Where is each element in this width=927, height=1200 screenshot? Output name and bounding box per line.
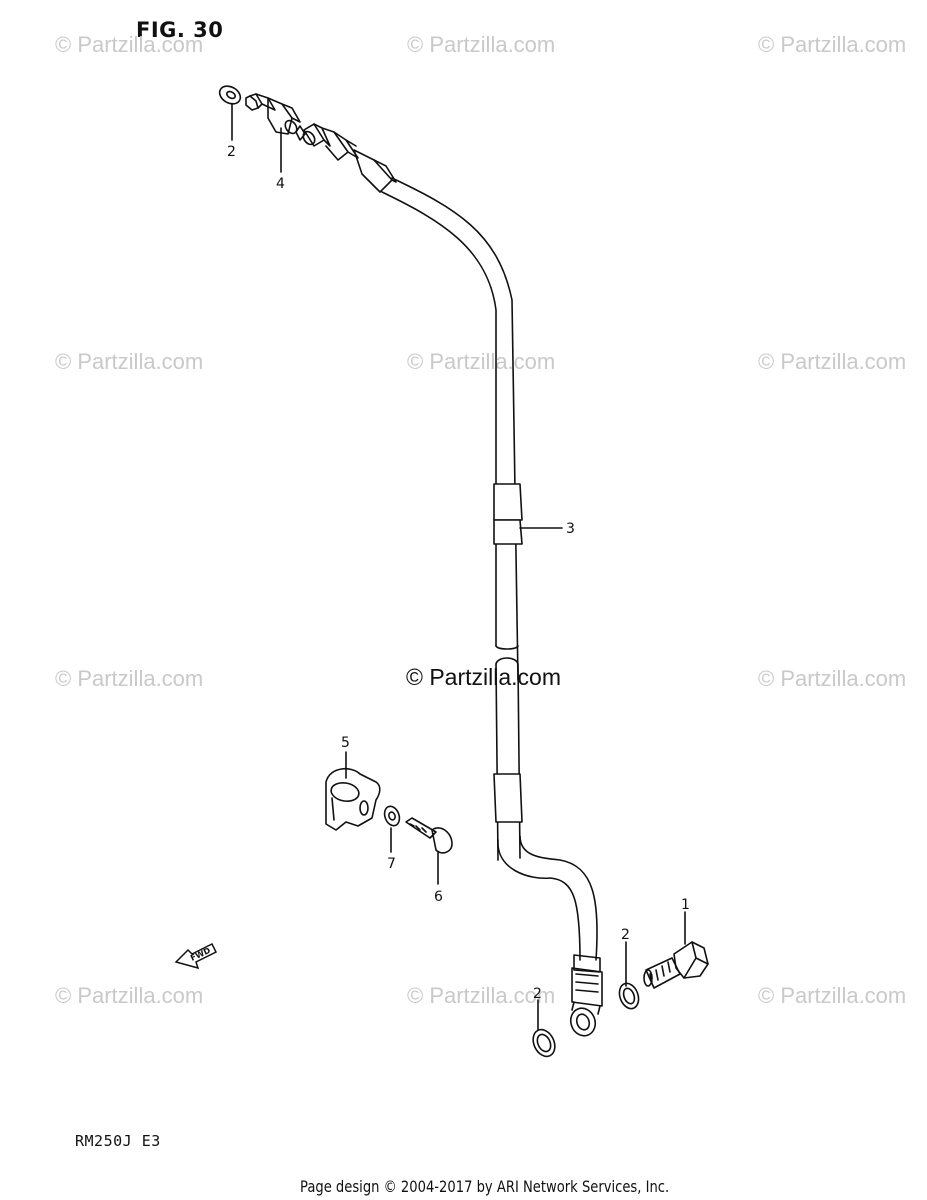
watermark: © Partzilla.com	[55, 349, 204, 374]
callout-7: 7	[387, 856, 396, 872]
callout-2-top: 2	[227, 144, 236, 160]
watermark: © Partzilla.com	[407, 349, 556, 374]
washer-bottom-left-part[interactable]	[529, 1026, 559, 1060]
watermark: © Partzilla.com	[407, 32, 556, 57]
bolt-part[interactable]	[405, 817, 453, 854]
callout-6: 6	[434, 889, 443, 905]
callout-5: 5	[341, 735, 350, 751]
watermark: © Partzilla.com	[758, 349, 907, 374]
callout-4: 4	[276, 176, 285, 192]
watermark: © Partzilla.com	[55, 983, 204, 1008]
washer-top-part[interactable]	[216, 83, 243, 108]
brake-hose-part[interactable]	[301, 123, 603, 1039]
callout-2-bottom-right: 2	[621, 927, 630, 943]
watermark: © Partzilla.com	[758, 666, 907, 691]
watermark: © Partzilla.com	[758, 983, 907, 1008]
watermark: © Partzilla.com	[407, 983, 556, 1008]
callout-3: 3	[566, 521, 575, 537]
union-bolt-bottom-part[interactable]	[643, 941, 709, 989]
watermark: © Partzilla.com	[55, 666, 204, 691]
clamp-part[interactable]	[325, 767, 381, 831]
callout-2-bottom-left: 2	[533, 986, 542, 1002]
watermark: © Partzilla.com	[758, 32, 907, 57]
washer-small-part[interactable]	[382, 804, 402, 828]
washer-bottom-right-part[interactable]	[616, 981, 642, 1012]
callout-1: 1	[681, 897, 690, 913]
fwd-arrow-icon: FWD	[174, 942, 218, 970]
model-code: RM250J E3	[75, 1132, 161, 1150]
watermark: © Partzilla.com	[55, 32, 204, 57]
footer-copyright: Page design © 2004-2017 by ARI Network S…	[300, 1177, 670, 1196]
watermark-center: © Partzilla.com	[406, 664, 561, 690]
union-bolt-top-part[interactable]	[245, 93, 306, 141]
figure-title: FIG. 30	[136, 18, 224, 42]
